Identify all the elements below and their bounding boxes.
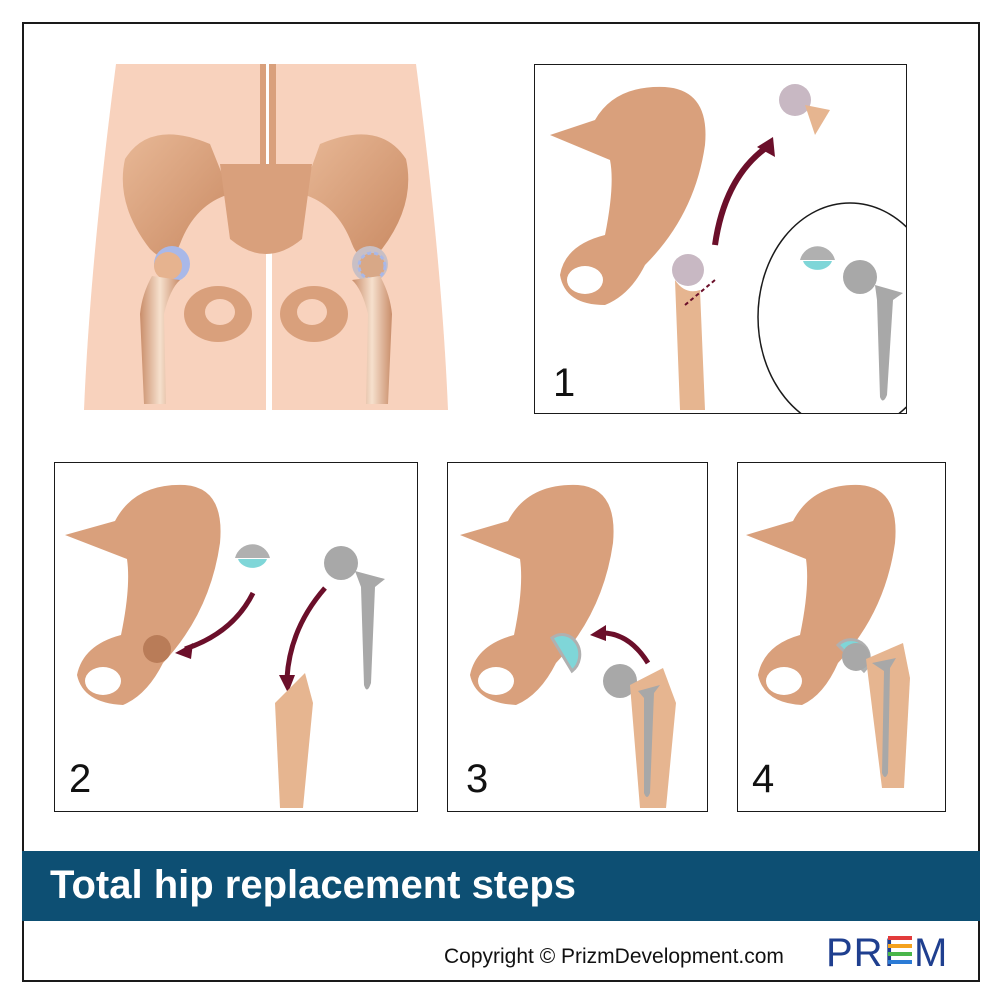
right-ilium [302, 134, 409, 258]
step-2-number: 2 [69, 757, 92, 801]
step-1-illustration [550, 84, 906, 413]
svg-text:M: M [914, 931, 947, 972]
step-1-number: 1 [553, 361, 576, 405]
svg-text:PRI: PRI [826, 931, 896, 972]
removal-arrow [712, 142, 772, 246]
step-2-illustration [65, 484, 385, 808]
right-femur [352, 276, 392, 404]
pelvis-overview-svg [84, 64, 448, 410]
step-3-panel: 3 [447, 462, 708, 812]
page-title: Total hip replacement steps [50, 863, 577, 907]
copyright-text: Copyright © PrizmDevelopment.com [444, 945, 784, 968]
implant-inset [757, 202, 906, 413]
prizm-logo-svg: PRI M [826, 931, 947, 975]
step-4-panel: 4 [737, 462, 946, 812]
step-2-panel: 2 [54, 462, 418, 812]
step-3-number: 3 [466, 757, 489, 801]
step-1-panel: 1 [534, 64, 907, 414]
step-4-illustration [746, 484, 910, 788]
left-femur [140, 276, 180, 404]
step-4-number: 4 [752, 757, 775, 801]
title-banner: Total hip replacement steps [22, 851, 980, 921]
left-ilium [122, 134, 230, 258]
pelvis-overview-illustration [80, 64, 452, 410]
step-3-illustration [460, 484, 676, 808]
prizm-logo: PRI M [826, 928, 956, 975]
